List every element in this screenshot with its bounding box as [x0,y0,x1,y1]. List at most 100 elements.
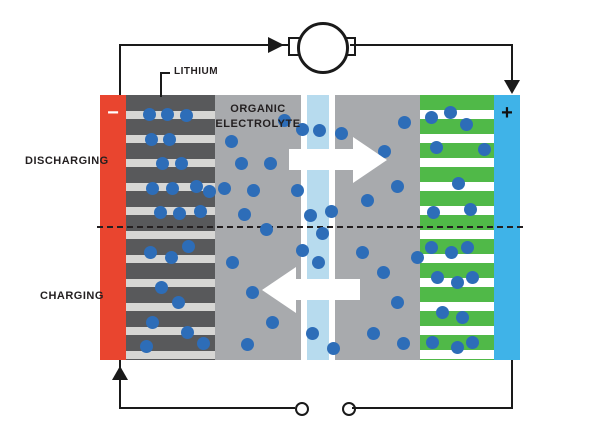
lithium-ion-dot [179,108,193,122]
lithium-ion-dot [455,310,469,324]
lithium-ion-dot [259,222,273,236]
wire-top-right-vertical [511,44,513,82]
lithium-ion-dot [240,337,254,351]
lithium-ion-dot [424,240,438,254]
wire-bottom-right-horizontal [352,407,512,409]
current-arrow-down-icon [504,80,520,94]
lithium-ion-dot [277,113,291,127]
discharging-label: DISCHARGING [25,155,109,167]
lithium-ion-dot [189,179,203,193]
lithium-ion-dot [360,193,374,207]
switch-terminal-right [342,402,356,416]
lithium-ion-dot [326,341,340,355]
lithium-ion-dot [435,305,449,319]
lithium-ion-dot [225,255,239,269]
lithium-ion-dot [303,208,317,222]
current-arrow-up-icon [112,366,128,380]
lithium-ion-dot [265,315,279,329]
lithium-ion-dot [165,181,179,195]
lithium-ion-dot [424,110,438,124]
lithium-ion-dot [145,315,159,329]
lithium-leader-vertical [160,72,162,97]
circuit-device-icon [297,22,349,74]
lithium-ion-dot [305,326,319,340]
lithium-ion-dot [426,205,440,219]
lithium-ion-dot [193,204,207,218]
lithium-ion-dot [290,183,304,197]
lithium-ion-dot [443,105,457,119]
electrolyte-label: ORGANIC ELECTROLYTE [210,102,306,132]
lithium-ion-dot [444,245,458,259]
lithium-ion-dot [139,339,153,353]
lithium-ion-dot [181,239,195,253]
wire-bottom-right-vertical [511,360,513,409]
switch-terminal-left [295,402,309,416]
lithium-ion-dot [463,202,477,216]
lithium-ion-dot [397,115,411,129]
lithium-ion-dot [142,107,156,121]
wire-top-right-horizontal [350,44,512,46]
lithium-ion-dot [172,206,186,220]
lithium-ion-dot [174,156,188,170]
lithium-ion-dot [450,340,464,354]
lithium-ion-dot [144,132,158,146]
lithium-ion-dot [366,326,380,340]
lithium-ion-dot [451,176,465,190]
lithium-ion-dot [145,181,159,195]
lithium-ion-dot [465,270,479,284]
lithium-ion-dot [390,295,404,309]
discharge-arrow-head [353,137,387,183]
lithium-ion-dot [460,240,474,254]
positive-sign-label: + [501,102,513,124]
lithium-ion-dot [171,295,185,309]
lithium-leader-horizontal [160,72,170,74]
lithium-ion-dot [224,134,238,148]
lithium-ion-dot [202,184,216,198]
lithium-ion-dot [234,156,248,170]
lithium-ion-dot [245,285,259,299]
lithium-ion-dot [263,156,277,170]
charge-arrow-head [262,267,296,313]
lithium-ion-dot [376,265,390,279]
lithium-ion-dot [410,250,424,264]
state-divider-dashed-line [97,226,523,228]
lithium-ion-dot [162,132,176,146]
lithium-ion-dot [429,140,443,154]
lithium-ion-dot [430,270,444,284]
lithium-ion-dot [311,255,325,269]
lithium-ion-dot [312,123,326,137]
lithium-ion-dot [295,243,309,257]
lithium-ion-dot [164,250,178,264]
lithium-label: LITHIUM [174,66,219,77]
lithium-ion-dot [180,325,194,339]
lithium-ion-dot [477,142,491,156]
lithium-ion-dot [315,226,329,240]
wire-top-left-horizontal [119,44,291,46]
lithium-ion-dot [217,181,231,195]
lithium-ion-dot [425,335,439,349]
lithium-ion-dot [355,245,369,259]
lithium-ion-dot [196,336,210,350]
lithium-ion-dot [237,207,251,221]
lithium-ion-dot [153,205,167,219]
lithium-ion-dot [246,183,260,197]
lithium-ion-dot [324,204,338,218]
negative-sign-label: − [107,102,119,124]
lithium-ion-dot [334,126,348,140]
current-arrow-right-icon [268,37,284,53]
electrolyte-label-line1: ORGANIC [230,103,286,115]
lithium-ion-dot [160,107,174,121]
lithium-ion-dot [396,336,410,350]
lithium-ion-dot [450,275,464,289]
lithium-ion-dot [143,245,157,259]
electrolyte-label-line2: ELECTROLYTE [215,118,301,130]
lithium-ion-dot [154,280,168,294]
discharge-arrow-body [289,149,353,170]
lithium-ion-dot [459,117,473,131]
wire-top-left-vertical [119,44,121,95]
lithium-ion-dot [465,335,479,349]
lithium-ion-dot [155,156,169,170]
charge-arrow-body [296,279,360,300]
lithium-ion-dot [390,179,404,193]
